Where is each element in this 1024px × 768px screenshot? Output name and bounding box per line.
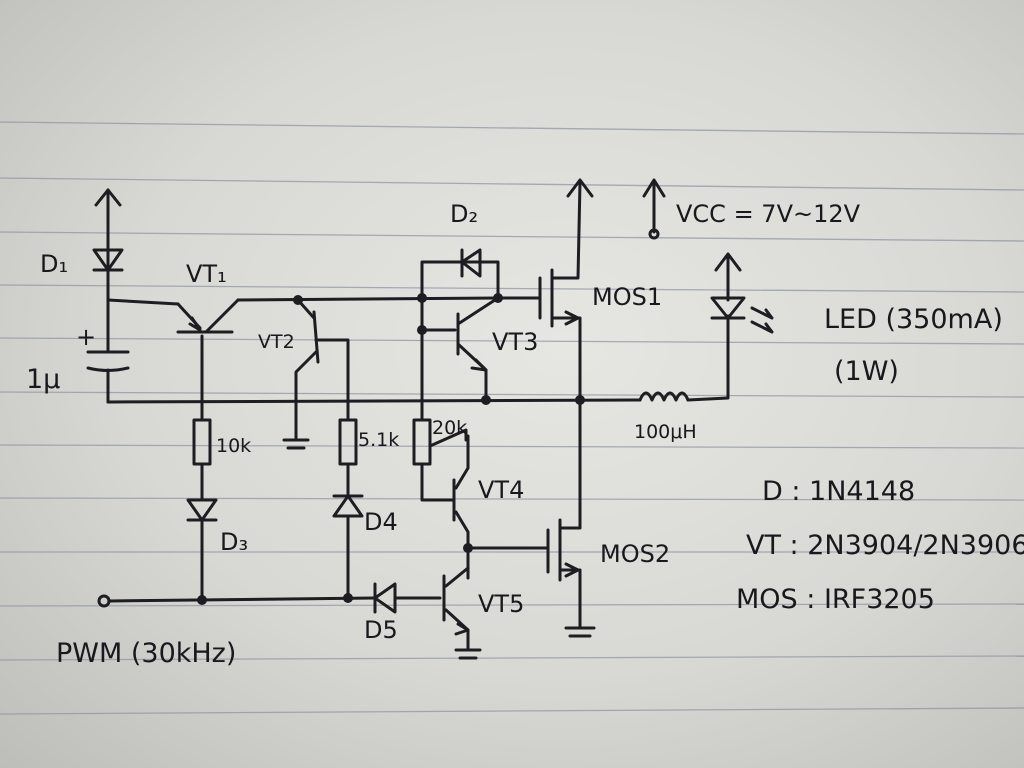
label-vt1: VT₁ [186, 260, 227, 288]
led [710, 252, 774, 334]
inductor-100uh [638, 314, 730, 402]
mosfet-mos2 [546, 398, 596, 638]
diode-d5 [373, 582, 442, 614]
diode-d2 [420, 248, 500, 300]
label-inductor: 100μH [634, 421, 697, 443]
pwm-line [97, 593, 377, 608]
diode-d4 [332, 494, 364, 600]
legend-diode: D : 1N4148 [762, 476, 915, 507]
label-20k: 20k [432, 417, 467, 439]
vcc-arrow [642, 178, 666, 240]
transistor-vt1 [176, 298, 240, 422]
label-vcc: VCC = 7V~12V [676, 200, 861, 228]
top-rail [106, 296, 502, 306]
label-mos2: MOS2 [600, 540, 670, 568]
capacitor-1u [86, 298, 130, 404]
bottom-bus [106, 398, 642, 404]
label-vt3: VT3 [492, 328, 538, 356]
label-cap-plus: + [76, 323, 96, 351]
label-capacitor: 1μ [26, 364, 60, 395]
label-mos1: MOS1 [592, 283, 662, 311]
label-d1: D₁ [40, 250, 68, 278]
transistor-vt5 [442, 566, 482, 660]
resistor-5k1 [338, 418, 358, 498]
label-d5: D5 [364, 616, 398, 644]
diode-d1 [92, 188, 124, 302]
label-10k: 10k [216, 435, 251, 457]
label-vt4: VT4 [478, 476, 524, 504]
transistor-vt4 [452, 434, 550, 580]
label-led-power: (1W) [834, 356, 899, 387]
label-pwm: PWM (30kHz) [56, 638, 236, 669]
resistor-20k [412, 418, 468, 502]
label-vt5: VT5 [478, 590, 524, 618]
transistor-vt3 [417, 293, 503, 422]
legend-transistor: VT : 2N3904/2N3906 [746, 530, 1024, 561]
resistor-10k [192, 418, 212, 502]
label-d3: D₃ [220, 528, 248, 556]
diode-d3 [186, 498, 218, 602]
mosfet-mos1 [496, 178, 594, 405]
legend-mosfet: MOS : IRF3205 [736, 584, 935, 615]
label-d4: D4 [364, 508, 398, 536]
transistor-vt2 [282, 295, 350, 450]
label-vt2: VT2 [258, 331, 295, 353]
ruled-lines [0, 121, 1024, 715]
label-led: LED (350mA) [824, 304, 1003, 335]
label-d2: D₂ [450, 200, 478, 228]
label-5k1: 5.1k [358, 429, 399, 451]
